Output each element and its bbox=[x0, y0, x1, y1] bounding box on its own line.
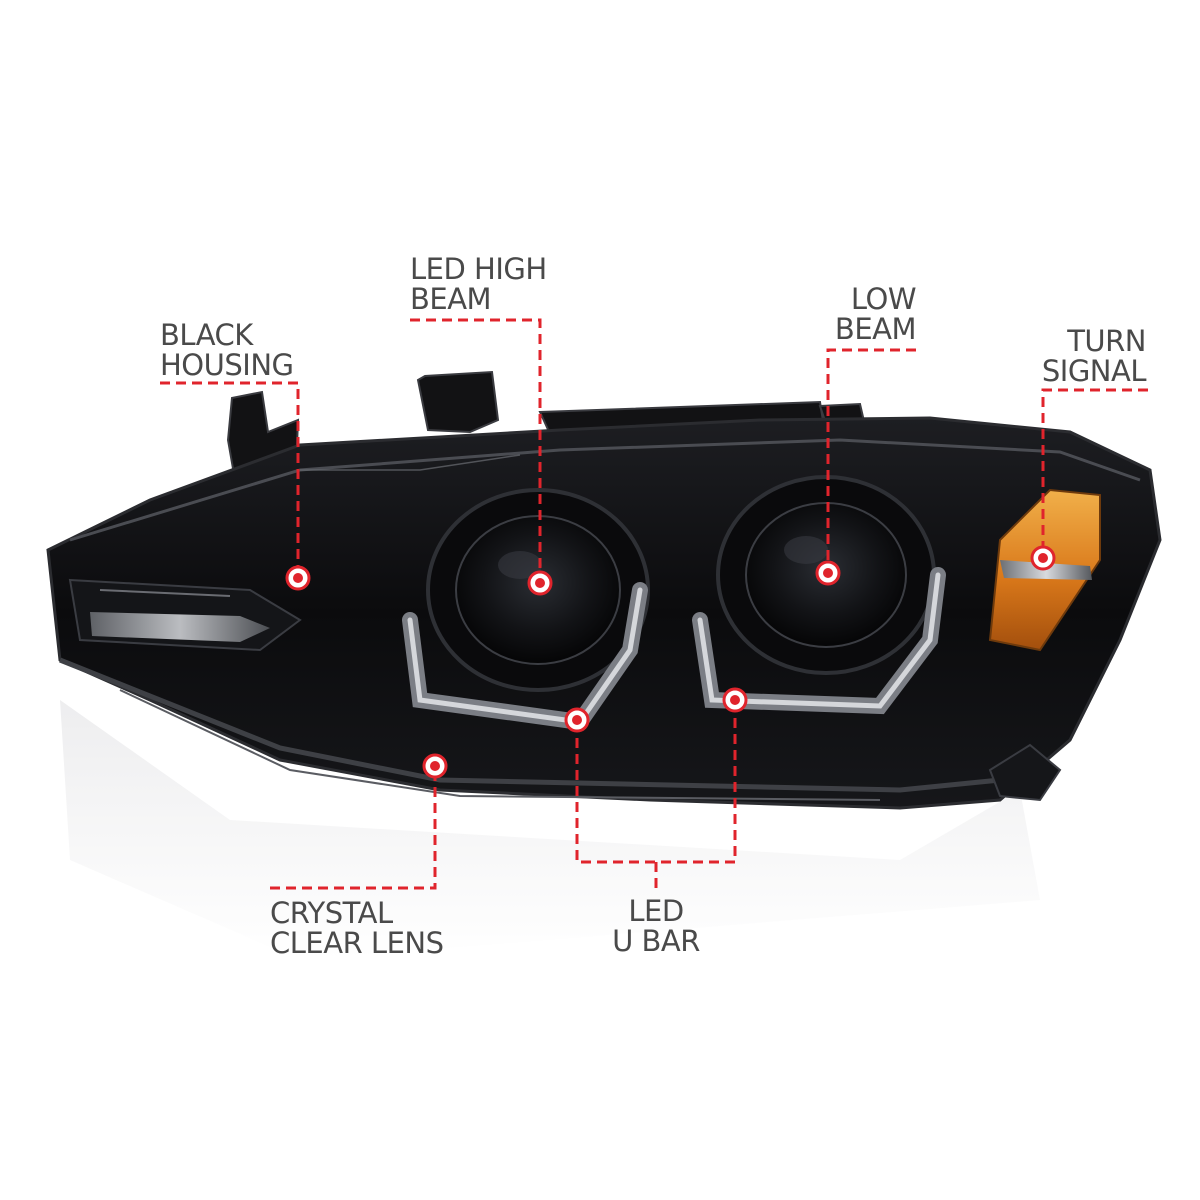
marker-led-u-bar-left bbox=[564, 707, 590, 733]
marker-black-housing bbox=[285, 565, 311, 591]
label-low-beam: LOW BEAM bbox=[834, 282, 917, 346]
marker-low-beam bbox=[815, 560, 841, 586]
label-low-beam-line1: LOW bbox=[850, 282, 917, 316]
label-turn-signal-line2: SIGNAL bbox=[1041, 354, 1147, 388]
leader-led-high-beam bbox=[410, 318, 542, 583]
label-led-u-bar-line2: U BAR bbox=[612, 924, 700, 958]
label-black-housing-line2: HOUSING bbox=[160, 348, 294, 382]
marker-led-u-bar-right bbox=[722, 687, 748, 713]
label-led-u-bar: LED U BAR bbox=[596, 896, 716, 956]
label-black-housing: BLACK HOUSING bbox=[160, 320, 294, 380]
front-bracket bbox=[988, 743, 1062, 802]
marker-led-high-beam bbox=[527, 570, 553, 596]
label-led-high-beam: LED HIGH BEAM bbox=[410, 254, 547, 314]
label-crystal-clear-lens-line1: CRYSTAL bbox=[270, 896, 393, 930]
leader-low-beam bbox=[826, 348, 916, 573]
leader-turn-signal bbox=[1041, 388, 1148, 556]
label-black-housing-line1: BLACK bbox=[160, 318, 253, 352]
label-led-u-bar-line1: LED bbox=[628, 894, 684, 928]
leader-black-housing bbox=[160, 381, 300, 578]
marker-crystal-clear-lens bbox=[422, 753, 448, 779]
leader-led-u-bar bbox=[575, 700, 737, 892]
callout-markers bbox=[285, 545, 1056, 779]
label-low-beam-line2: BEAM bbox=[834, 312, 917, 346]
leader-lines bbox=[160, 318, 1148, 892]
label-turn-signal-line1: TURN bbox=[1067, 324, 1146, 358]
label-crystal-clear-lens-line2: CLEAR LENS bbox=[270, 926, 444, 960]
label-turn-signal: TURN SIGNAL bbox=[1041, 324, 1147, 388]
label-led-high-beam-line2: BEAM bbox=[410, 282, 492, 316]
side-marker-lamp bbox=[68, 578, 302, 652]
label-crystal-clear-lens: CRYSTAL CLEAR LENS bbox=[270, 898, 444, 958]
floor-reflection bbox=[60, 700, 1040, 960]
marker-turn-signal bbox=[1030, 545, 1056, 571]
leader-crystal-clear-lens bbox=[270, 768, 437, 890]
label-led-high-beam-line1: LED HIGH bbox=[410, 252, 547, 286]
